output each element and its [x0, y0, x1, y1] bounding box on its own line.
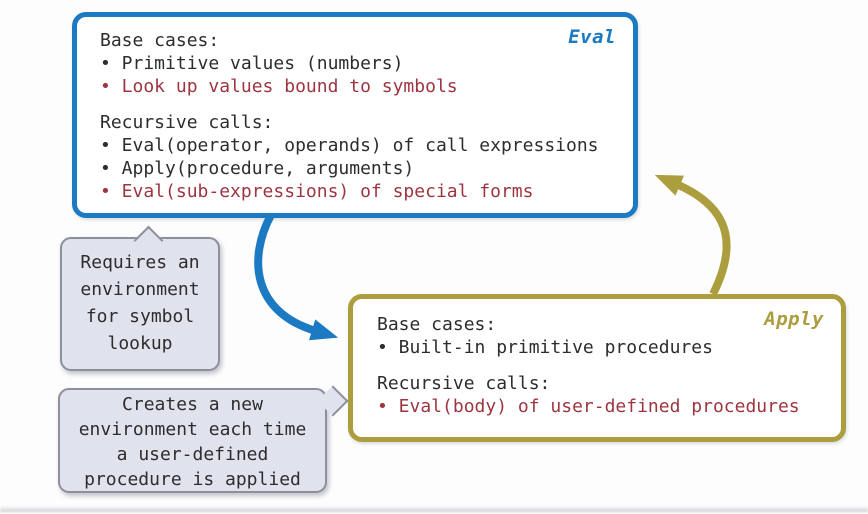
eval-line: • Eval(sub-expressions) of special forms [100, 181, 534, 202]
environment-note-bubble: Requires an environment for symbol looku… [60, 237, 220, 371]
eval-line: • Apply(procedure, arguments) [100, 158, 415, 179]
bottom-edge-artifact [0, 506, 868, 512]
apply-line: Base cases: [377, 314, 497, 335]
apply-line: • Built-in primitive procedures [377, 337, 713, 358]
apply-box: Apply Base cases: • Built-in primitive p… [348, 294, 846, 442]
apply-line: Recursive calls: [377, 373, 551, 394]
eval-box: Eval Base cases: • Primitive values (num… [72, 12, 638, 218]
eval-line: • Look up values bound to symbols [100, 76, 458, 97]
eval-line: • Eval(operator, operands) of call expre… [100, 135, 599, 156]
eval-line: Recursive calls: [100, 112, 274, 133]
apply-line: • Eval(body) of user-defined procedures [377, 396, 800, 417]
eval-line: • Primitive values (numbers) [100, 53, 404, 74]
eval-box-title: Eval [568, 26, 616, 48]
eval-to-apply-arrow [254, 213, 339, 341]
apply-to-eval-arrow [654, 174, 731, 296]
apply-box-title: Apply [764, 308, 824, 330]
new-environment-note-bubble: Creates a new environment each time a us… [58, 388, 327, 493]
eval-line: Base cases: [100, 30, 220, 51]
